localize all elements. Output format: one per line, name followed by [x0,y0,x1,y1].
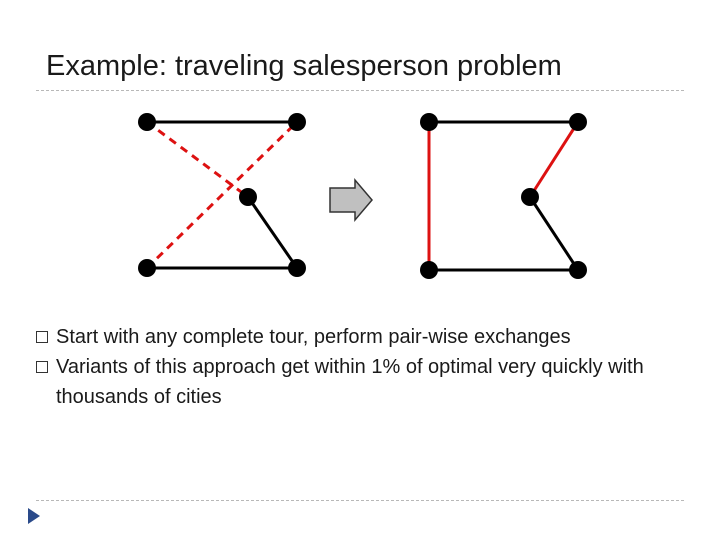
after-tour-graph [420,113,587,279]
slide-title: Example: traveling salesperson problem [46,50,562,82]
bullet-item: Variants of this approach get within 1% … [36,352,696,412]
after-node-top-left [420,113,438,131]
before-edge-middle-to-bottom-right [246,196,299,269]
play-arrow-icon[interactable] [28,508,40,524]
before-node-top-left [138,113,156,131]
before-tour-graph [138,113,306,277]
after-node-bottom-right [569,261,587,279]
before-node-middle [239,188,257,206]
before-dashed-edge-bottom-left [145,120,299,270]
footer-divider [36,500,684,501]
title-divider [36,90,684,91]
before-node-top-right [288,113,306,131]
before-node-bottom-left [138,259,156,277]
bullet-text: Start with any complete tour, perform pa… [56,326,571,348]
after-node-bottom-left [420,261,438,279]
transform-arrow-icon [329,177,373,223]
after-red-edge-right [528,121,580,198]
bullet-square-icon [36,331,48,343]
bullet-list: Start with any complete tour, perform pa… [36,322,696,412]
after-node-top-right [569,113,587,131]
before-node-bottom-right [288,259,306,277]
bullet-text: Variants of this approach get within 1% … [56,356,644,408]
bullet-item: Start with any complete tour, perform pa… [36,322,696,352]
after-edge-middle-to-bottom-right [528,196,580,271]
bullet-square-icon [36,361,48,373]
after-node-middle [521,188,539,206]
